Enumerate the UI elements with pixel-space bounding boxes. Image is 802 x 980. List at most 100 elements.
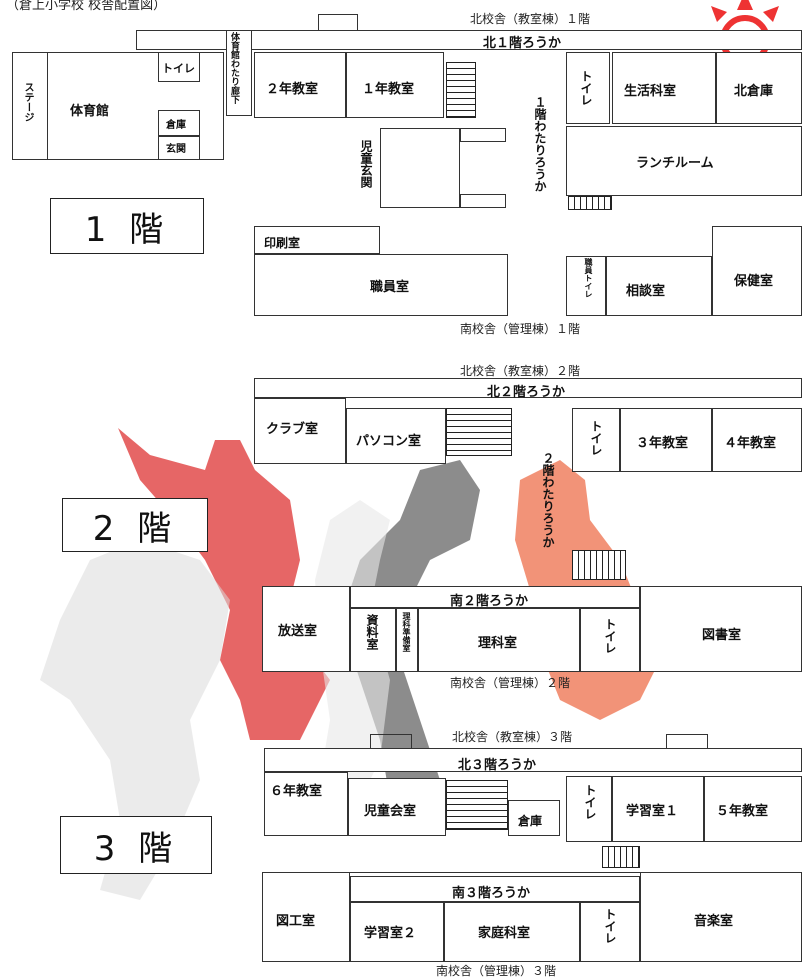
- library-label: 図書室: [702, 628, 742, 643]
- printing-label: 印刷室: [264, 236, 301, 250]
- class4-room: [712, 408, 802, 472]
- stage-label: ステージ: [22, 82, 33, 122]
- class4-label: ４年教室: [724, 436, 777, 451]
- gym-toilet-label: トイレ: [162, 62, 195, 75]
- class2-label: ２年教室: [266, 82, 319, 97]
- toilet-3f-north: [566, 776, 612, 842]
- toilet-3f-north-label: トイレ: [583, 784, 597, 820]
- floor3-south-caption: 南校舎（管理棟）３階: [436, 964, 557, 978]
- floor1-north-corridor-label: 北１階ろうか: [483, 36, 562, 51]
- stairs-1f-east: [568, 196, 612, 210]
- lunch-room-label: ランチルーム: [636, 156, 714, 171]
- toilet-2f-north: [572, 408, 620, 472]
- gym-storage-label: 倉庫: [166, 120, 186, 131]
- gym-entrance-label: 玄関: [166, 144, 186, 155]
- floor1-south-caption: 南校舎（管理棟）１階: [460, 322, 581, 336]
- floor3-north-caption: 北校舎（教室棟）３階: [452, 730, 573, 744]
- health-room: [712, 226, 802, 316]
- class1-label: １年教室: [362, 82, 415, 97]
- gym-corridor-label: 体育館わたり廊下: [229, 32, 239, 104]
- gym-storage: [158, 110, 200, 136]
- north-storage-label: 北倉庫: [734, 84, 774, 99]
- floor2-south-corridor-label: 南２階ろうか: [450, 594, 529, 609]
- floor3-north-corridor-label: 北３階ろうか: [458, 758, 537, 773]
- sci-prep-label: 理科準備室: [402, 612, 411, 652]
- floor3-north-corridor: [264, 748, 802, 772]
- pc-room: [346, 408, 446, 464]
- toilet-2f-north-label: トイレ: [589, 420, 603, 456]
- toilet-1f: [566, 52, 610, 124]
- science-label: 理科室: [478, 636, 518, 651]
- gym-label: 体育館: [70, 104, 110, 119]
- bridge-2f-label: ２階わたりろうか: [541, 452, 555, 548]
- study2-label: 学習室２: [364, 926, 417, 941]
- stairs-3f-east: [602, 846, 640, 868]
- toilet-3f-south-label: トイレ: [603, 908, 617, 944]
- life-science-label: 生活科室: [624, 84, 677, 99]
- consult-label: 相談室: [626, 284, 666, 299]
- art-room: [262, 872, 350, 962]
- floor3-south-corridor: [350, 876, 640, 902]
- life-science-room: [612, 52, 716, 124]
- stage-room: [12, 52, 48, 160]
- class5-label: ５年教室: [716, 804, 769, 819]
- stairs-3f-north: [446, 780, 508, 830]
- floor3-south-corridor-label: 南３階ろうか: [452, 886, 531, 901]
- council-label: 児童会室: [364, 804, 417, 819]
- gym-entrance: [158, 136, 200, 160]
- storage-3f: [508, 800, 560, 836]
- printing-room: [254, 226, 380, 254]
- floor1-north-caption: 北校舎（教室棟）１階: [470, 12, 591, 26]
- class1-room: [346, 52, 444, 118]
- music-room: [640, 872, 802, 962]
- science-room: [418, 608, 580, 672]
- floor2-north-caption: 北校舎（教室棟）２階: [460, 364, 581, 378]
- floor2-south-caption: 南校舎（管理棟）２階: [450, 676, 571, 690]
- gym-corridor: [226, 30, 252, 116]
- broadcast-room: [262, 586, 350, 672]
- student-entrance-label: 児童玄関: [359, 140, 373, 188]
- north-storage: [716, 52, 802, 124]
- entrance-cabinet-1: [460, 128, 506, 142]
- floor-label-2: 2 階: [62, 498, 208, 552]
- staff-toilet: [566, 256, 606, 316]
- materials-room: [350, 608, 396, 672]
- class3-room: [620, 408, 712, 472]
- storage-3f-label: 倉庫: [518, 814, 543, 828]
- class3-label: ３年教室: [636, 436, 689, 451]
- floor2-north-corridor-label: 北２階ろうか: [487, 385, 566, 400]
- staff-room: [254, 254, 508, 316]
- club-label: クラブ室: [266, 422, 319, 437]
- consult-room: [606, 256, 712, 316]
- lunch-room: [566, 126, 802, 196]
- student-entrance: [380, 128, 460, 208]
- toilet-1f-label: トイレ: [579, 70, 593, 106]
- study1-label: 学習室１: [626, 804, 679, 819]
- floor-label-1: 1 階: [50, 198, 204, 254]
- health-label: 保健室: [734, 274, 774, 289]
- stairs-2f-east: [572, 550, 626, 580]
- class5-room: [704, 776, 802, 842]
- art-label: 図工室: [276, 914, 316, 929]
- stairs-2f-north: [446, 408, 512, 456]
- club-room: [254, 398, 346, 464]
- study1-room: [612, 776, 704, 842]
- pc-label: パソコン室: [356, 434, 422, 449]
- bridge-1f-label: １階わたりろうか: [533, 96, 547, 192]
- floor-label-3: 3 階: [60, 816, 212, 874]
- council-room: [348, 778, 446, 836]
- sci-prep-room: [396, 608, 418, 672]
- staff-toilet-label: 職員トイレ: [584, 258, 593, 298]
- stairs-1f-north: [446, 62, 476, 118]
- class2-room: [254, 52, 346, 118]
- study2-room: [350, 902, 444, 962]
- materials-label: 資料室: [365, 614, 379, 650]
- class6-room: [264, 772, 348, 836]
- white-figure-silhouette: [40, 540, 230, 900]
- entrance-cabinet-2: [460, 194, 506, 208]
- home-ec-room: [444, 902, 580, 962]
- gym-toilet: [158, 52, 200, 82]
- home-ec-label: 家庭科室: [478, 926, 531, 941]
- floor2-south-corridor: [350, 586, 640, 608]
- class6-label: ６年教室: [270, 784, 323, 799]
